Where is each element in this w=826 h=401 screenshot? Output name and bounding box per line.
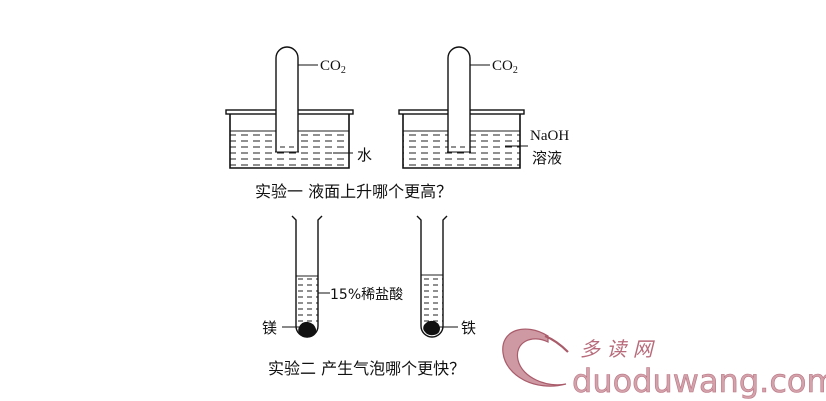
label-water: 水: [357, 146, 372, 164]
caption-experiment1: 实验一 液面上升哪个更高？: [255, 182, 452, 201]
watermark-logo: 多 读 网 duoduwang.com: [502, 328, 826, 400]
magnesium-piece: [298, 321, 317, 338]
caption-experiment2: 实验二 产生气泡哪个更快？: [268, 359, 465, 378]
acid-left: [296, 276, 318, 324]
watermark-swoosh-icon: [502, 328, 567, 387]
iron-piece: [423, 320, 440, 336]
test-tube-upright-left: [291, 215, 323, 338]
test-tube-inverted-left: [275, 46, 299, 153]
watermark-url: duoduwang.com: [572, 362, 826, 400]
trough-right-body: [402, 112, 521, 169]
label-solution: 溶液: [532, 149, 562, 167]
test-tube-upright-right: [416, 215, 448, 338]
label-magnesium: 镁: [262, 319, 277, 337]
label-naoh: NaOH: [530, 128, 569, 144]
watermark-cn: 多 读 网: [580, 337, 656, 361]
label-iron: 铁: [461, 319, 476, 337]
label-co2-right: CO2: [492, 58, 518, 76]
label-acid: 15%稀盐酸: [330, 287, 403, 303]
acid-right: [421, 275, 443, 324]
label-co2-left: CO2: [320, 58, 346, 76]
test-tube-inverted-right: [447, 46, 471, 153]
